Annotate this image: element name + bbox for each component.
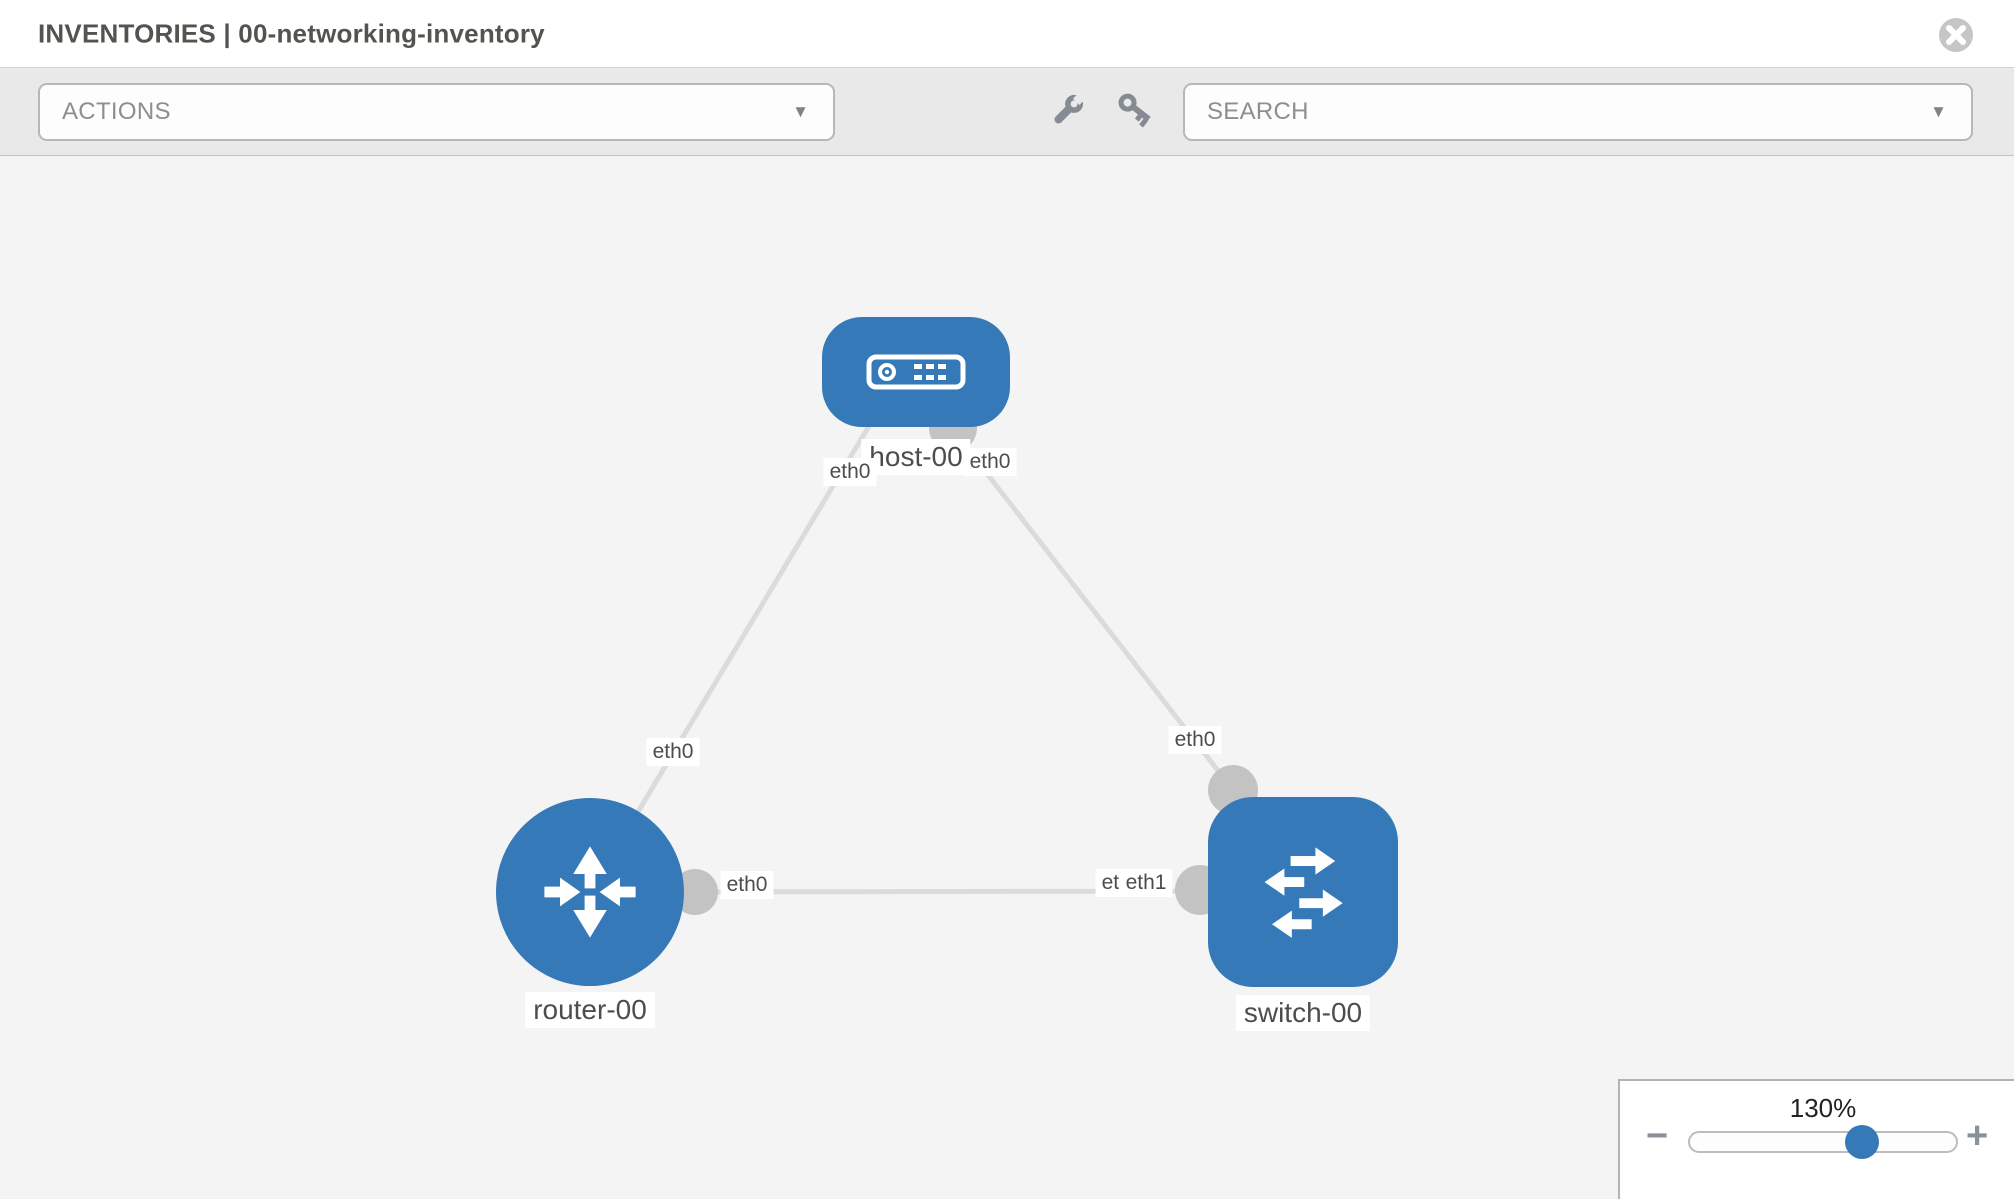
node-host[interactable] xyxy=(822,317,1010,427)
zoom-slider[interactable] xyxy=(1688,1125,1958,1159)
node-label: switch-00 xyxy=(1235,995,1371,1031)
node-router[interactable] xyxy=(496,798,684,986)
interface-label: eth0 xyxy=(963,448,1017,476)
zoom-panel: 130% − + xyxy=(1618,1079,2014,1199)
key-button[interactable] xyxy=(1111,88,1159,136)
search-dropdown[interactable]: SEARCH ▼ xyxy=(1183,83,1973,141)
caret-down-icon: ▼ xyxy=(792,102,809,121)
topology-graph xyxy=(587,404,1306,915)
switch-icon xyxy=(1264,847,1343,938)
zoom-slider-knob[interactable] xyxy=(1845,1125,1879,1159)
node-switch[interactable] xyxy=(1208,797,1398,987)
actions-dropdown-label: ACTIONS xyxy=(62,98,171,125)
zoom-in-button[interactable]: + xyxy=(1966,1115,1989,1157)
interface-label: eth0 xyxy=(823,458,877,486)
interface-label: eth0 xyxy=(720,871,774,899)
header: INVENTORIES | 00-networking-inventory xyxy=(0,0,2014,68)
node-label: router-00 xyxy=(525,992,655,1028)
page-title: INVENTORIES | 00-networking-inventory xyxy=(38,18,545,48)
interface-connector xyxy=(672,869,718,915)
host-icon xyxy=(866,354,966,390)
interface-label: eth0 xyxy=(646,738,700,766)
topology-canvas[interactable]: host-00 router-00 switch-00 eth0 eth0 et… xyxy=(0,156,2014,1199)
caret-down-icon: ▼ xyxy=(1930,102,1947,121)
interface-label: eth1 xyxy=(1119,869,1173,897)
actions-dropdown[interactable]: ACTIONS ▼ xyxy=(38,83,835,141)
node-label: host-00 xyxy=(861,439,971,475)
zoom-out-button[interactable]: − xyxy=(1646,1115,1669,1157)
router-icon xyxy=(544,846,636,938)
key-icon xyxy=(1118,93,1151,127)
interface-label: eth0 xyxy=(1168,726,1222,754)
search-placeholder: SEARCH xyxy=(1207,98,1309,125)
toolbar: ACTIONS ▼ xyxy=(0,68,2014,156)
wrench-icon xyxy=(1054,91,1087,123)
configure-button[interactable] xyxy=(1043,88,1091,136)
close-button[interactable] xyxy=(1938,17,1974,53)
close-icon xyxy=(1939,18,1973,52)
zoom-level: 130% xyxy=(1789,1093,1857,1123)
